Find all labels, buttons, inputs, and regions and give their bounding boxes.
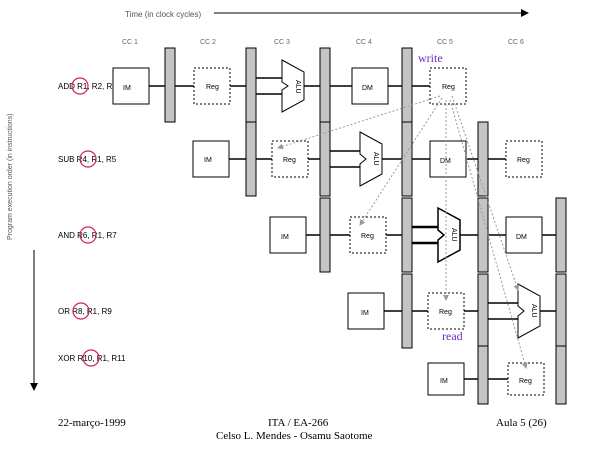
pipeline-row-and: IM Reg ALU DM <box>269 197 567 273</box>
stage-label: ALU <box>294 80 301 94</box>
stage-label: ALU <box>530 304 537 318</box>
pipeline-register <box>477 273 489 349</box>
instruction-memory <box>427 362 465 396</box>
stage-label: Reg <box>283 157 296 164</box>
footer-lecture: Aula 5 (26) <box>496 417 547 429</box>
highlight-circle <box>82 349 100 367</box>
cc-label: CC 1 <box>122 39 138 46</box>
instruction-memory <box>112 67 150 105</box>
cc-label: CC 2 <box>200 39 216 46</box>
alu <box>359 131 383 187</box>
pipeline-row-sub: IM Reg ALU DM Reg <box>192 121 543 197</box>
pipeline-row-add: IM Reg ALU DM Reg <box>112 47 467 123</box>
stage-label: Reg <box>361 233 374 240</box>
pipeline-register <box>401 197 413 273</box>
pipeline-register <box>401 121 413 197</box>
register-file <box>505 140 543 178</box>
instruction-labels: ADD R1, R2, R3 SUB R4, R1, R5 AND R6, R1… <box>58 82 126 363</box>
register-highlights <box>71 77 100 367</box>
cc-label: CC 4 <box>356 39 372 46</box>
stage-label: IM <box>361 310 369 317</box>
stage-label: IM <box>281 234 289 241</box>
stage-label: ALU <box>450 228 457 242</box>
stage-label: IM <box>204 157 212 164</box>
pipeline-register <box>555 197 567 273</box>
stage-label: Reg <box>206 84 219 91</box>
clock-cycle-labels: CC 1 CC 2 CC 3 CC 4 CC 5 CC 6 <box>122 39 524 46</box>
order-axis-label: Program execution order (in instructions… <box>7 114 14 240</box>
instruction-label: SUB R4, R1, R5 <box>58 155 117 164</box>
data-memory <box>429 140 467 178</box>
instruction-label: AND R6, R1, R7 <box>58 231 117 240</box>
instruction-label: XOR R10, R1, R11 <box>58 354 126 363</box>
read-annotation: read <box>442 329 463 343</box>
register-file <box>193 67 231 105</box>
pipeline-register <box>477 197 489 273</box>
footer-course: ITA / EA-266 <box>268 417 329 429</box>
pipeline-register <box>401 273 413 349</box>
stage-label: IM <box>123 85 131 92</box>
instruction-label: OR R8, R1, R9 <box>58 307 112 316</box>
highlight-circle <box>72 302 90 320</box>
stage-label: Reg <box>442 84 455 91</box>
pipeline-register <box>477 345 489 405</box>
stage-label: ALU <box>372 152 379 166</box>
pipeline-register <box>401 47 413 123</box>
footer-date: 22-março-1999 <box>58 417 126 429</box>
pipeline-register <box>555 345 567 405</box>
alu <box>281 59 305 113</box>
highlight-circle <box>71 77 89 95</box>
register-file <box>429 67 467 105</box>
instruction-label: ADD R1, R2, R3 <box>58 82 117 91</box>
stage-label: DM <box>516 234 527 241</box>
pipeline-register <box>245 47 257 123</box>
stage-label: Reg <box>519 378 532 385</box>
stage-label: DM <box>362 85 373 92</box>
stage-label: Reg <box>439 309 452 316</box>
pipeline-register <box>319 47 331 123</box>
instruction-memory <box>347 292 385 330</box>
pipeline-row-or: IM Reg ALU <box>347 273 567 349</box>
highlight-circle <box>79 226 97 244</box>
alu <box>517 283 541 339</box>
pipeline-row-xor: IM Reg <box>427 345 567 405</box>
dependency-arrows <box>277 95 528 369</box>
pipeline-register <box>555 273 567 349</box>
pipeline-register <box>319 121 331 197</box>
highlight-circle <box>79 150 97 168</box>
pipeline-register <box>477 121 489 197</box>
time-axis-label: Time (in clock cycles) <box>125 10 201 19</box>
pipeline-register <box>245 121 257 197</box>
cc-label: CC 5 <box>437 39 453 46</box>
write-annotation: write <box>418 51 443 65</box>
alu <box>437 206 461 264</box>
data-memory <box>351 67 389 105</box>
pipeline-register <box>164 47 176 123</box>
register-file <box>349 216 387 254</box>
cc-label: CC 6 <box>508 39 524 46</box>
footer-authors: Celso L. Mendes - Osamu Saotome <box>216 430 373 442</box>
stage-label: IM <box>440 378 448 385</box>
pipeline-register <box>319 197 331 273</box>
data-memory <box>505 216 543 254</box>
cc-label: CC 3 <box>274 39 290 46</box>
stage-label: Reg <box>517 157 530 164</box>
